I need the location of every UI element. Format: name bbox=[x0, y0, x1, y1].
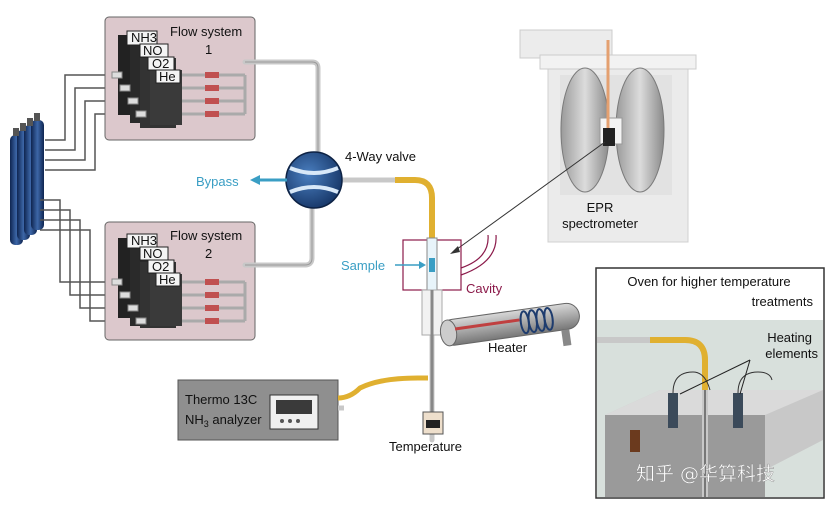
analyzer-label-line1: Thermo 13C bbox=[185, 392, 257, 407]
heater-label: Heater bbox=[488, 340, 528, 355]
flow-system-2-number: 2 bbox=[205, 246, 212, 261]
bypass-arrow bbox=[250, 175, 287, 185]
flow-system-2-title: Flow system bbox=[170, 228, 242, 243]
gas-lines bbox=[40, 74, 110, 322]
spectrometer-label-line2: spectrometer bbox=[562, 216, 639, 231]
flow-system-1-gas-o2: O2 bbox=[152, 56, 169, 71]
gas-cylinders bbox=[10, 113, 44, 245]
sample-arrow bbox=[395, 261, 426, 269]
oven-panel bbox=[595, 267, 825, 499]
heater bbox=[439, 302, 580, 347]
flow-system-2-gas-he: He bbox=[159, 272, 176, 287]
yellow-tube-segment bbox=[395, 177, 435, 238]
flow-system-2-gas-nh3: NH3 bbox=[131, 233, 157, 248]
flow-system-1-title: Flow system bbox=[170, 24, 242, 39]
heating-elements-label-line2: elements bbox=[765, 346, 818, 361]
flow-system-2-gas-no: NO bbox=[143, 246, 163, 261]
flow-system-1-gas-nh3: NH3 bbox=[131, 30, 157, 45]
nh3-analyzer bbox=[177, 379, 339, 441]
cavity-label: Cavity bbox=[466, 281, 503, 296]
analyzer-tube bbox=[337, 375, 428, 401]
spectrometer-label-line1: EPR bbox=[587, 200, 614, 215]
spectrometer-pointer bbox=[450, 141, 606, 254]
oven-title-line2: treatments bbox=[752, 294, 814, 309]
flow-system-1-gas-no: NO bbox=[143, 43, 163, 58]
sample-label: Sample bbox=[341, 258, 385, 273]
oven-title-line1: Oven for higher temperature bbox=[627, 274, 790, 289]
analyzer-label-line2: NH3 analyzer bbox=[185, 412, 262, 429]
flow-system-2-gas-o2: O2 bbox=[152, 259, 169, 274]
flow-system-1-gas-he: He bbox=[159, 69, 176, 84]
flow-system-1 bbox=[104, 16, 256, 141]
temperature-probe bbox=[422, 411, 444, 435]
watermark: 知乎 @华算科技 bbox=[636, 463, 775, 485]
quartz-tube bbox=[421, 289, 443, 415]
flow-system-2 bbox=[104, 221, 256, 341]
valve-label: 4-Way valve bbox=[345, 149, 416, 164]
heating-elements-label-line1: Heating bbox=[767, 330, 812, 345]
temperature-label: Temperature bbox=[389, 439, 462, 454]
four-way-valve bbox=[285, 151, 343, 209]
flow-system-1-number: 1 bbox=[205, 42, 212, 57]
epr-spectrometer bbox=[519, 29, 697, 243]
bypass-label: Bypass bbox=[196, 174, 239, 189]
